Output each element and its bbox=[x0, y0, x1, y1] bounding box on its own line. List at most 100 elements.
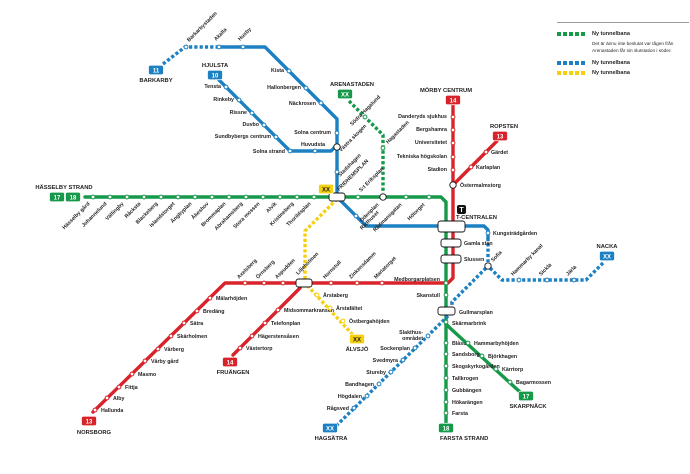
station-dot-S:t Eriksplan bbox=[355, 194, 361, 200]
station-dot-Karlaplan bbox=[468, 164, 474, 170]
station-dot-Tekniska högskolan bbox=[450, 154, 456, 160]
badge-number: 17 bbox=[54, 195, 61, 201]
station-dot-Tensta bbox=[223, 84, 229, 90]
station-dot-Fittja bbox=[116, 384, 122, 390]
legend-item-label: Ny tunnelbana bbox=[592, 31, 630, 37]
station-dot-Axelsberg bbox=[242, 280, 248, 286]
station-dot-Vårby gård bbox=[142, 358, 148, 364]
station-dot-Slakthusområdet bbox=[425, 333, 431, 339]
metro-line-blue-main bbox=[217, 45, 490, 240]
station-label-Rinkeby: Rinkeby bbox=[213, 97, 234, 103]
terminal-label-ARENASTADEN: ARENASTADEN bbox=[330, 82, 374, 88]
station-dot-Hallunda bbox=[92, 407, 98, 413]
station-dot-Johannelund bbox=[107, 194, 113, 200]
station-dot-Huvudsta bbox=[312, 148, 318, 154]
line-number-badge-18-HÄSSELBY STRAND bbox=[65, 191, 81, 203]
green-dashed-line-swatch bbox=[557, 32, 585, 36]
station-label-Näckrosen: Näckrosen bbox=[289, 101, 316, 107]
station-label-Östbergahöjden: Östbergahöjden bbox=[349, 318, 390, 325]
t-centralen-symbol bbox=[457, 205, 466, 214]
station-dot-Barkarbystaden bbox=[183, 44, 189, 50]
yellow-dashed-line-swatch bbox=[557, 70, 585, 75]
blue-dashed-line-swatch bbox=[557, 60, 585, 65]
badge-number: XX bbox=[322, 187, 330, 193]
line-number-badge-17-2 bbox=[49, 191, 65, 203]
badge-number: XX bbox=[341, 92, 349, 98]
station-label-Vällingby: Vällingby bbox=[105, 201, 126, 222]
station-label-Fittja: Fittja bbox=[125, 385, 138, 391]
badge-number: 10 bbox=[212, 73, 219, 79]
metro-line-green-main bbox=[83, 195, 448, 425]
station-label-Skärholmen: Skärholmen bbox=[177, 334, 207, 340]
station-label-Masmo: Masmo bbox=[138, 372, 157, 378]
station-label-Slakthusområdet: området bbox=[402, 335, 423, 342]
station-dot-Midsommarkransen bbox=[275, 307, 281, 313]
line-number-badge-13-ROPSTEN bbox=[492, 130, 508, 142]
station-dot-Stadion bbox=[450, 167, 456, 173]
station-dot-Stora mossen bbox=[260, 194, 266, 200]
station-dot-Hallonbergen bbox=[303, 85, 309, 91]
station-dot-Stadshagen bbox=[334, 169, 340, 175]
station-dot-Skanstull bbox=[443, 292, 449, 298]
legend-note: Det är ännu inte beslutat var tågen från… bbox=[592, 41, 689, 55]
station-dot-Årstafältet bbox=[327, 305, 333, 311]
legend-note-line2: Arenastaden får sin slutstation i söder. bbox=[592, 47, 672, 53]
line-number-badge-XX-8 bbox=[318, 183, 334, 195]
station-dot-Rådmansgatan bbox=[403, 194, 409, 200]
line-number-badge-14-FRUÄNGEN bbox=[222, 356, 238, 368]
station-dot-Svedmyra bbox=[400, 357, 406, 363]
badge-number: XX bbox=[326, 426, 334, 432]
station-dot-Solna centrum bbox=[334, 130, 340, 136]
station-label-Tallkrogen: Tallkrogen bbox=[452, 376, 478, 382]
station-dot-Aspudden bbox=[280, 280, 286, 286]
line-number-badge-17-SKARPNÄCK bbox=[518, 390, 534, 402]
station-dot-Högdalen bbox=[364, 393, 370, 399]
station-dot-Kärrtorp bbox=[493, 366, 499, 372]
station-dot-Rågsved bbox=[351, 405, 357, 411]
badge-number: XX bbox=[603, 254, 611, 260]
station-dot-Sandsborg bbox=[443, 351, 449, 357]
station-dot-Hökarängen bbox=[443, 399, 449, 405]
station-dot-Alby bbox=[104, 395, 110, 401]
station-dot-Zinkensdamm bbox=[354, 280, 360, 286]
station-dot-Hammarby kanal bbox=[516, 277, 522, 283]
station-dot-Järla bbox=[571, 277, 577, 283]
station-dot-Kista bbox=[286, 68, 292, 74]
station-label-Gubbängen: Gubbängen bbox=[452, 388, 481, 394]
station-label-Akalla: Akalla bbox=[213, 27, 228, 42]
badge-number: 14 bbox=[450, 98, 457, 104]
station-dot-Kungsträdgården bbox=[485, 230, 491, 236]
station-dot-Masmo bbox=[129, 371, 135, 377]
station-dot-Blackeberg bbox=[158, 194, 164, 200]
station-label-Tensta: Tensta bbox=[204, 84, 221, 90]
metro-line-yellow-alvsjo bbox=[303, 197, 355, 337]
station-dot-Solna strand bbox=[287, 148, 293, 154]
station-label-Husby: Husby bbox=[237, 27, 253, 43]
station-dot-Skärmarbrink bbox=[443, 319, 449, 325]
station-label-Aspudden: Aspudden bbox=[274, 258, 297, 281]
station-label-Medborgarplatsen: Medborgarplatsen bbox=[394, 277, 440, 283]
station-label-Gamla stan: Gamla stan bbox=[464, 241, 493, 247]
interchange-marker-Fridhemsplan bbox=[328, 192, 346, 202]
badge-number: 14 bbox=[227, 360, 234, 366]
station-dot-Bergshamra bbox=[450, 127, 456, 133]
badge-number: 13 bbox=[497, 134, 504, 140]
station-label-Telefonplan: Telefonplan bbox=[271, 321, 300, 327]
terminal-label-HAGSÄTRA: HAGSÄTRA bbox=[315, 435, 349, 442]
station-label-Järla: Järla bbox=[565, 264, 578, 277]
badge-number: 18 bbox=[443, 426, 450, 432]
station-label-Hagastaden: Hagastaden bbox=[385, 120, 410, 145]
station-label-Gärdet: Gärdet bbox=[491, 150, 508, 156]
interchange-marker-Gullmarsplan bbox=[437, 306, 456, 316]
station-label-Sickla: Sickla bbox=[538, 262, 553, 277]
station-dot-Akalla bbox=[216, 44, 222, 50]
station-dot-Stureby bbox=[388, 369, 394, 375]
station-label-Sundbybergs centrum: Sundbybergs centrum bbox=[215, 134, 272, 140]
station-label-Hammarbyhöjden: Hammarbyhöjden bbox=[474, 341, 519, 347]
badge-number: 13 bbox=[86, 419, 93, 425]
station-label-Hallonbergen: Hallonbergen bbox=[267, 85, 301, 91]
station-dot-Södra Hagalund bbox=[362, 114, 368, 120]
station-label-Mälarhöjden: Mälarhöjden bbox=[216, 296, 247, 302]
station-label-Skogskyrkogården: Skogskyrkogården bbox=[452, 363, 500, 370]
